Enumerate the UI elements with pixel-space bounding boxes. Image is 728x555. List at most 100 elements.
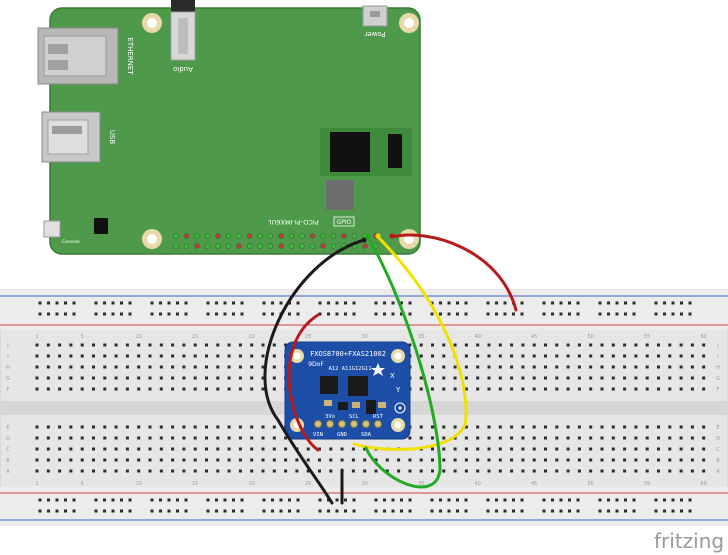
rail-hole [391,301,395,305]
row-letter: I [7,354,8,360]
breadboard-hole [645,425,649,429]
breadboard-hole [272,469,276,473]
breadboard-hole [702,376,706,380]
power-wire-vin [287,313,320,452]
breadboard-hole [58,436,62,440]
breadboard-hole [690,447,694,451]
breadboard-hole [634,343,638,347]
top-power-rail [0,290,728,330]
breadboard-hole [510,376,514,380]
gpio-pin [246,243,253,249]
rail-hole [262,498,266,502]
breadboard-hole [532,458,536,462]
gpio-pin [288,243,295,249]
breadboard-hole [679,436,683,440]
breadboard-hole [80,447,84,451]
rail-hole [352,498,356,502]
rail-hole [55,301,59,305]
breadboard-hole [634,469,638,473]
breadboard-hole [464,354,468,358]
rail-hole [542,301,546,305]
row-letter: E [6,425,9,431]
breadboard-hole [634,365,638,369]
breadboard-hole [611,365,615,369]
rail-hole [632,509,636,513]
breadboard-hole [645,387,649,391]
breadboard-hole [114,354,118,358]
console-port: Console [43,220,80,245]
gpio-pin [278,243,284,249]
rail-hole [632,498,636,502]
rail-hole [559,498,563,502]
breadboard-hole [250,376,254,380]
rail-hole [598,509,602,513]
breadboard-hole [35,387,39,391]
breadboard-hole [690,365,694,369]
breadboard-hole [657,343,660,347]
gpio-pin [173,243,179,249]
breadboard-hole [702,343,706,347]
rail-hole [176,509,179,513]
breadboard-hole [125,447,129,451]
gpio-pin [236,233,242,239]
rail-hole [150,509,154,513]
breadboard-hole [600,376,604,380]
breadboard-hole [419,354,423,358]
breadboard-hole [238,354,242,358]
breadboard-hole [464,376,468,380]
breadboard-hole [284,458,288,462]
breadboard-hole [69,354,73,358]
breadboard-hole [611,376,615,380]
breadboard-hole [577,436,581,440]
breadboard-hole [679,387,683,391]
rail-hole [120,498,123,502]
row-letter: D [716,436,720,442]
breadboard-hole [284,469,288,473]
breadboard-hole [634,458,638,462]
breadboard-hole [431,365,434,369]
breadboard-hole [566,447,570,451]
breadboard-hole [137,458,141,462]
breadboard-hole [171,458,175,462]
breadboard-hole [532,354,536,358]
breadboard-hole [227,458,231,462]
rail-hole [288,509,291,513]
breadboard-hole [227,343,231,347]
breadboard-hole [182,343,186,347]
breadboard-hole [92,447,95,451]
rail-hole [663,509,666,513]
breadboard-hole [182,365,186,369]
gpio-pin [351,233,358,239]
column-number: 10 [136,481,142,487]
row-letter: D [6,436,10,442]
rail-hole [447,498,451,502]
rail-hole [55,509,59,513]
rail-hole [663,498,666,502]
breadboard-hole [261,354,265,358]
rail-hole [520,509,524,513]
rail-hole [103,312,106,316]
board-name-label: PICO-PI-IMX6UL [268,218,319,226]
breadboard-hole [148,436,152,440]
breadboard-hole [238,365,242,369]
breadboard-hole [80,343,84,347]
rail-hole [94,312,98,316]
gpio-pin [225,243,232,249]
breadboard-hole [611,343,615,347]
rail-hole [383,498,386,502]
breadboard-hole [69,447,73,451]
breadboard-hole [272,458,276,462]
rail-hole [624,498,627,502]
breadboard-hole [442,343,446,347]
breadboard-hole [702,469,706,473]
breadboard-hole [657,354,660,358]
breadboard-hole [521,469,525,473]
breadboard-hole [227,469,231,473]
rail-hole [542,509,546,513]
breadboard-hole [159,447,163,451]
breadboard-hole [679,458,683,462]
column-number: 55 [644,481,650,487]
breadboard-hole [216,469,220,473]
breadboard-hole [431,447,434,451]
breadboard-hole [487,387,491,391]
